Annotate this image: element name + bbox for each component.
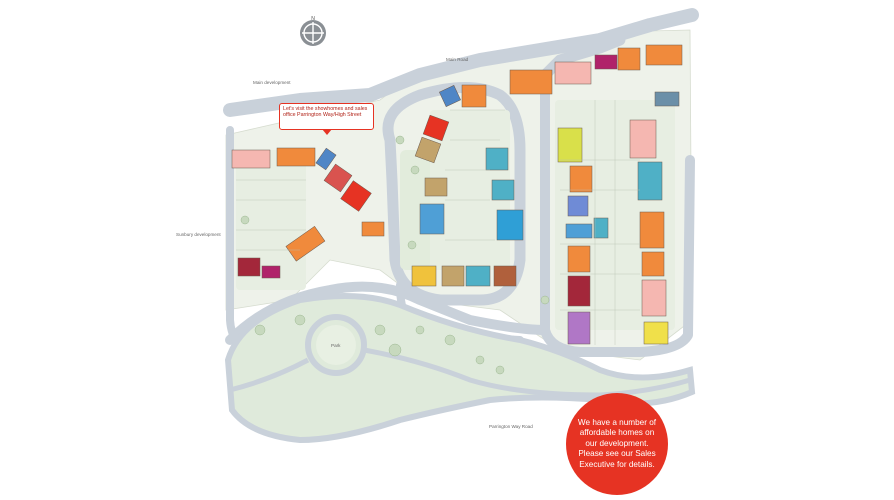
house-plot — [439, 85, 461, 107]
road-label-park: Park — [331, 343, 341, 348]
house-plot — [315, 147, 337, 171]
compass: N — [297, 15, 329, 47]
house-plot — [496, 209, 524, 241]
tree — [415, 325, 425, 335]
house-plot — [567, 245, 591, 273]
house-plot — [617, 47, 641, 71]
house-plot — [493, 265, 517, 287]
tree — [495, 365, 505, 375]
house-plot — [237, 257, 261, 277]
showhome-callout: Let's visit the showhomes and sales offi… — [279, 103, 374, 130]
house-plot — [411, 265, 437, 287]
tree — [407, 240, 417, 250]
road-north — [223, 8, 699, 117]
plot-lines — [236, 100, 640, 345]
house-plot — [461, 84, 487, 108]
affordable-homes-text: We have a number of affordable homes on … — [577, 417, 657, 469]
road-east — [539, 34, 626, 81]
house-plot — [641, 251, 665, 277]
tree — [374, 324, 386, 336]
house-plot — [569, 165, 593, 193]
plot-line — [445, 109, 505, 241]
tree — [254, 324, 266, 336]
tree — [388, 343, 402, 357]
house-plot — [554, 61, 592, 85]
house-plot — [643, 321, 669, 345]
road-label-top: Main Road — [446, 57, 469, 62]
trees — [240, 135, 550, 375]
house-plot — [465, 265, 491, 287]
tree — [475, 355, 485, 365]
house-plot — [567, 311, 591, 345]
tree — [294, 314, 306, 326]
house-plot — [654, 91, 680, 107]
house-plot — [491, 179, 515, 201]
house-plot — [285, 225, 326, 262]
tree — [395, 135, 405, 145]
house-plot — [637, 161, 663, 201]
house-plot — [276, 147, 316, 167]
house-plot — [441, 265, 465, 287]
compass-letter: N — [311, 16, 315, 22]
house-plot — [414, 136, 442, 164]
house-plot — [639, 211, 665, 249]
house-plot — [261, 265, 281, 279]
tree — [410, 165, 420, 175]
tree — [540, 295, 550, 305]
park-path — [229, 347, 691, 398]
plot-line — [560, 100, 640, 345]
house-plot — [419, 203, 445, 235]
road-label-south: Parrington Way Road — [489, 424, 533, 429]
house-plot — [567, 195, 589, 217]
tree — [444, 334, 456, 346]
affordable-homes-badge: We have a number of affordable homes on … — [566, 393, 668, 495]
house-plot — [565, 223, 593, 239]
tree — [240, 215, 250, 225]
road-label-north: Main development — [253, 80, 291, 85]
house-plot — [361, 221, 385, 237]
house-plot — [629, 119, 657, 159]
house-plot — [340, 180, 372, 212]
house-plot — [509, 69, 553, 95]
verge — [236, 150, 306, 290]
house-plot — [645, 44, 683, 66]
house-plot — [422, 114, 450, 142]
houses — [231, 44, 683, 345]
callout-pointer — [322, 129, 332, 135]
house-plot — [557, 127, 583, 163]
house-plot — [424, 177, 448, 197]
road-spine — [540, 85, 695, 357]
compass-icon: N — [300, 16, 326, 46]
house-plot — [593, 217, 609, 239]
park-roundabout-centre — [316, 325, 356, 365]
road-label-west: Sunbury development — [176, 232, 221, 237]
house-plot — [641, 279, 667, 317]
verge — [400, 150, 430, 270]
house-plot — [323, 163, 353, 193]
house-plot — [567, 275, 591, 307]
house-plot — [485, 147, 509, 171]
plot-line — [236, 179, 306, 251]
house-plot — [594, 54, 618, 70]
house-plot — [231, 149, 271, 169]
